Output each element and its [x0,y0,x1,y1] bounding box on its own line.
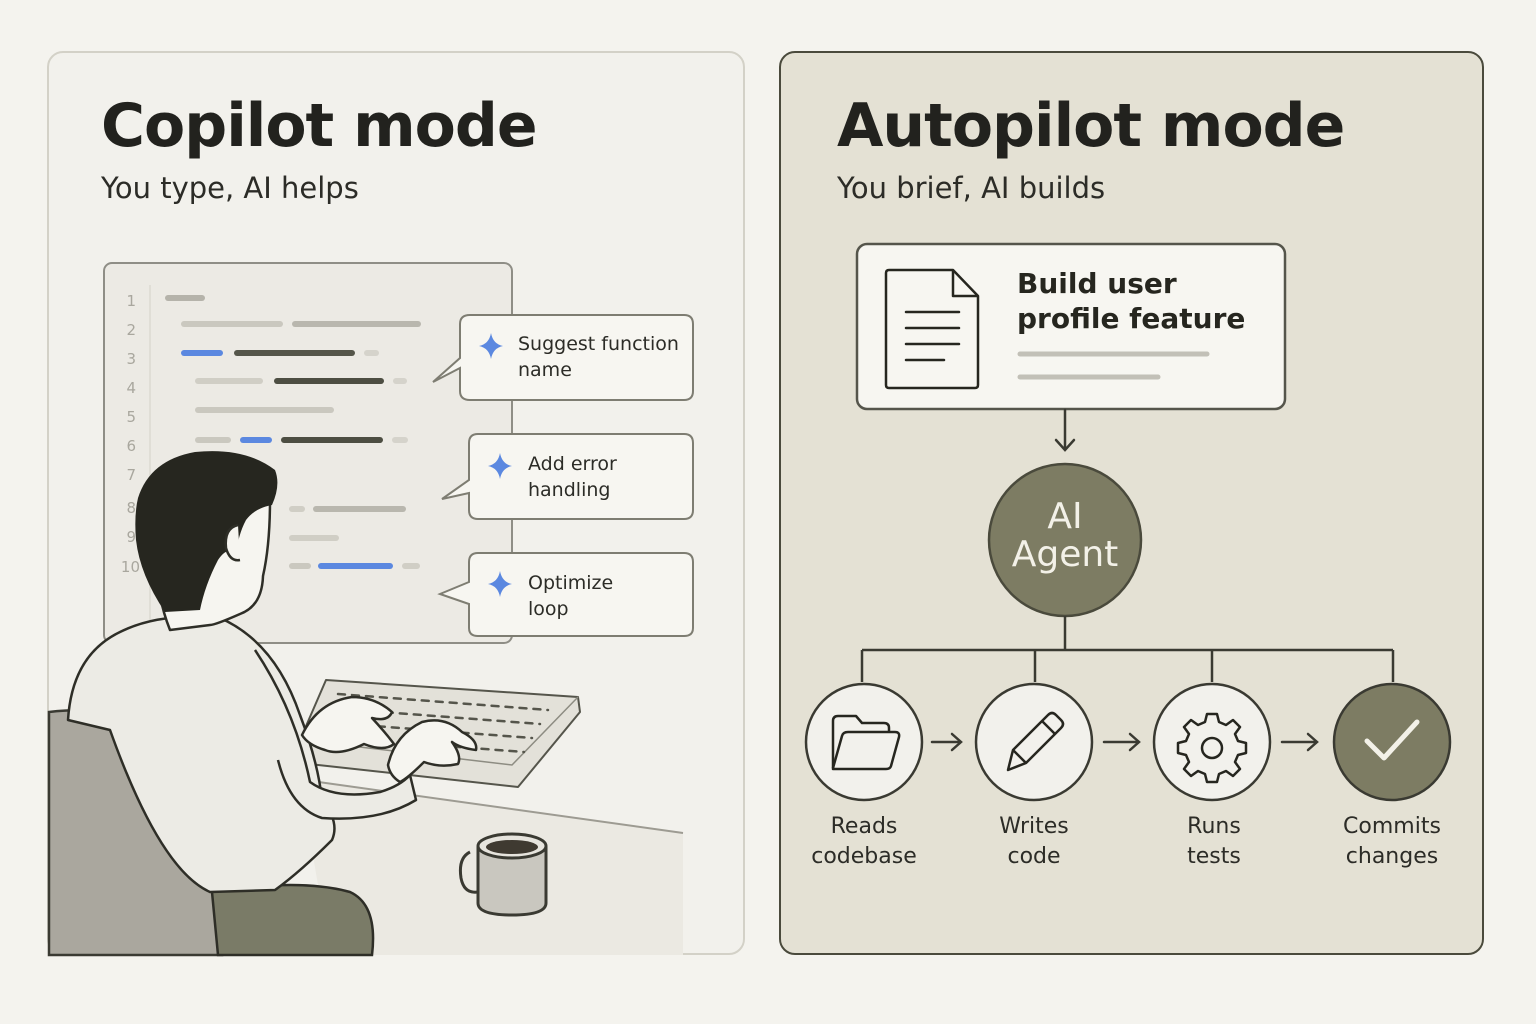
sparkle-icon [488,453,512,479]
step-node-runs [1152,682,1272,802]
step-label-commits: Commits changes [1312,812,1472,872]
suggestion-3-line2: loop [528,598,569,620]
person-hair [135,451,278,612]
person-head [135,451,278,632]
person-arm [253,649,418,820]
suggestion-bubble-3 [437,552,694,637]
copilot-subtitle: You type, AI helps [101,171,359,205]
down-arrow-icon [1054,408,1076,452]
ai-agent-label: AI Agent [988,498,1142,574]
autopilot-title: Autopilot mode [837,91,1345,161]
checkmark-icon [1364,719,1420,761]
line-number: 8 [126,499,136,517]
brief-title-line1: Build user [1017,267,1177,300]
suggestion-text-2: Add error handling [528,451,617,503]
code-lines [165,295,421,569]
suggestion-1-line1: Suggest function [518,333,679,355]
step-label-line2: code [1007,844,1061,869]
pencil-icon [1006,711,1065,772]
desk-edge [289,777,684,834]
right-arrow-icon [1280,732,1319,752]
line-number: 7 [126,466,136,484]
step-label-line1: Writes [999,814,1069,839]
ai-agent-label-line2: Agent [1011,534,1119,575]
step-node-commits [1332,682,1452,802]
line-number: 10 [121,558,140,576]
step-label-line2: codebase [811,844,917,869]
gear-icon [1176,712,1248,784]
suggestion-3-line1: Optimize [528,572,614,594]
line-number: 2 [126,321,136,339]
step-label-writes: Writes code [954,812,1114,872]
person-ear [224,523,241,562]
step-node-writes [974,682,1094,802]
suggestion-bubble-2 [441,433,694,520]
brief-title-line2: profile feature [1017,302,1246,335]
line-number: 5 [126,408,136,426]
flow-arrows [930,732,1319,752]
folder-icon [831,714,901,771]
suggestion-text-3: Optimize loop [528,570,613,622]
step-label-line2: changes [1345,844,1439,869]
sparkle-icon [488,571,512,597]
step-label-line1: Reads [830,814,898,839]
suggestion-text-1: Suggest function name [518,331,679,383]
person-hands [300,695,478,784]
line-number: 3 [126,350,136,368]
line-numbers: 1 2 3 4 5 6 7 8 9 10 [121,292,140,576]
right-arrow-icon [930,732,963,752]
coffee-mug-icon [458,832,548,917]
line-number: 1 [126,292,136,310]
step-label-line1: Commits [1343,814,1441,839]
sparkle-icon [479,333,503,359]
suggestion-bubble-1 [432,314,694,401]
ai-agent-label-line1: AI [1047,496,1083,537]
autopilot-subtitle: You brief, AI builds [837,171,1106,205]
brief-title: Build user profile feature [1017,266,1245,336]
step-label-reads: Reads codebase [784,812,944,872]
step-label-line2: tests [1187,844,1241,869]
brief-placeholder-lines [1017,351,1210,380]
line-number: 9 [126,528,136,546]
line-number: 6 [126,437,136,455]
step-node-reads [804,682,924,802]
suggestion-2-line2: handling [528,479,611,501]
right-arrow-icon [1102,732,1141,752]
copilot-title: Copilot mode [101,91,538,161]
suggestion-2-line1: Add error [528,453,617,475]
step-label-runs: Runs tests [1134,812,1294,872]
agent-connectors [860,616,1395,682]
line-number: 4 [126,379,136,397]
suggestion-1-line2: name [518,359,572,381]
document-icon [884,268,980,390]
step-label-line1: Runs [1187,814,1241,839]
